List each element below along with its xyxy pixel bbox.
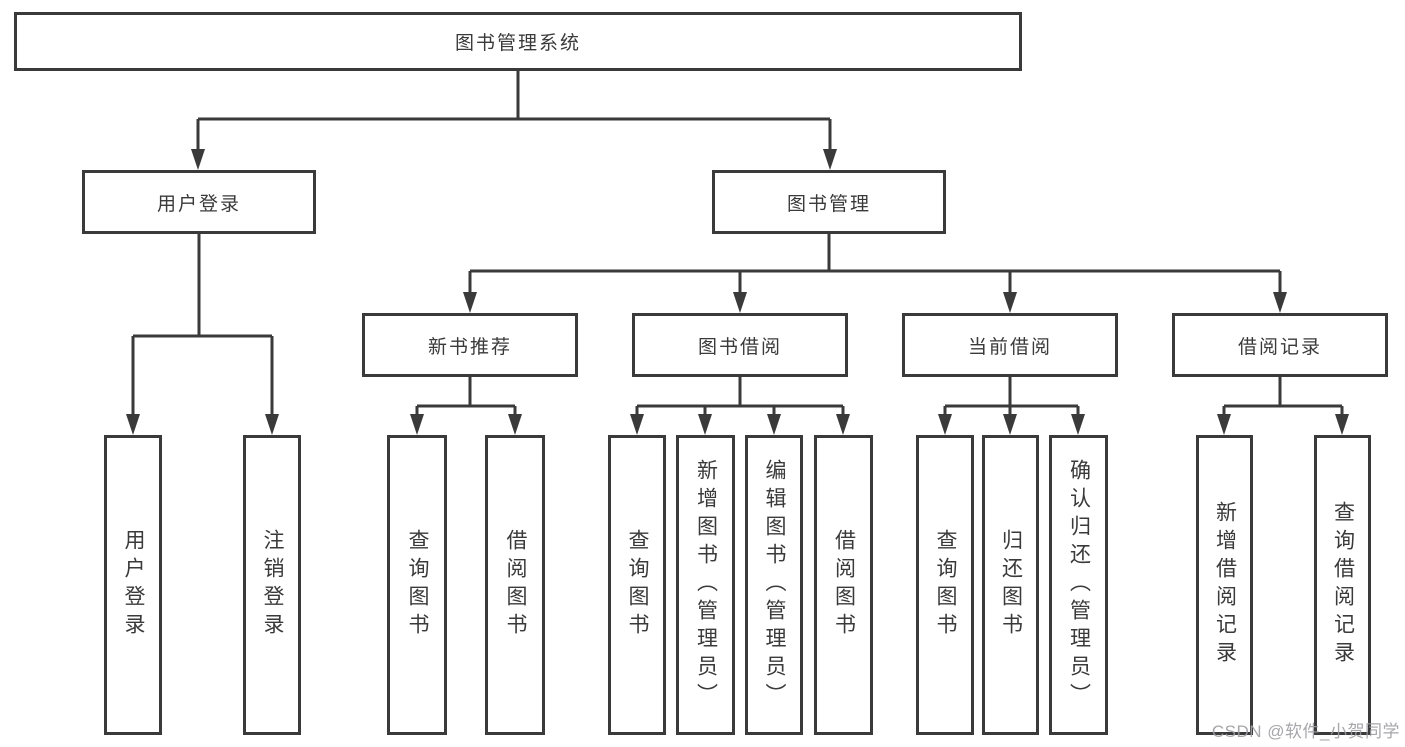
node-label: 用户登录 (156, 193, 241, 215)
leaf-edit-book-admin: 编辑图书（管理员） (745, 435, 803, 735)
node-library-management-system: 图书管理系统 (14, 12, 1022, 71)
leaf-add-borrow-record: 新增借阅记录 (1196, 435, 1253, 735)
node-current-borrow: 当前借阅 (902, 313, 1118, 377)
arrowhead (1273, 292, 1287, 313)
leaf-return-book: 归还图书 (982, 435, 1039, 735)
arrowhead (1003, 414, 1017, 435)
node-label: 编辑图书（管理员） (763, 459, 786, 711)
leaf-borrow-book-1: 借阅图书 (485, 435, 545, 735)
arrowhead (698, 414, 712, 435)
connector-borrow-record (1222, 377, 1344, 417)
node-label: 查询图书 (406, 529, 429, 641)
leaf-borrow-book-2: 借阅图书 (814, 435, 873, 735)
node-label: 查询图书 (934, 529, 957, 641)
node-label: 新增借阅记录 (1213, 501, 1237, 669)
arrowhead (1217, 414, 1231, 435)
arrowhead (265, 414, 279, 435)
leaf-confirm-return-admin: 确认归还（管理员） (1049, 435, 1108, 735)
leaf-query-book-3: 查询图书 (916, 435, 974, 735)
connector-current-borrow (943, 377, 1080, 417)
arrowhead (463, 292, 477, 313)
node-label: 归还图书 (999, 529, 1023, 641)
arrowhead (836, 414, 850, 435)
connector-book-borrow (635, 377, 845, 417)
arrowhead (823, 149, 837, 170)
node-label: 图书管理 (786, 193, 871, 215)
node-book-management: 图书管理 (712, 170, 946, 234)
node-label: 借阅图书 (832, 529, 856, 641)
arrowhead (733, 292, 747, 313)
arrowhead (1003, 292, 1017, 313)
leaf-logout: 注销登录 (243, 435, 301, 735)
arrowhead (938, 414, 952, 435)
csdn-watermark: CSDN @软件_小贺同学 (1211, 722, 1400, 741)
leaf-query-borrow-record: 查询借阅记录 (1314, 435, 1371, 735)
arrowhead (191, 149, 205, 170)
node-user-login: 用户登录 (82, 170, 316, 234)
node-label: 查询借阅记录 (1331, 501, 1355, 669)
node-label: 图书管理系统 (454, 33, 581, 54)
connector-new-book-recommend (415, 377, 517, 417)
arrowhead (767, 414, 781, 435)
node-label: 用户登录 (122, 529, 145, 641)
leaf-user-login: 用户登录 (104, 435, 162, 735)
arrowhead (630, 414, 644, 435)
node-label: 图书借阅 (697, 336, 782, 358)
node-book-borrow: 图书借阅 (632, 313, 848, 377)
node-label: 当前借阅 (967, 336, 1052, 358)
arrowhead (1335, 414, 1349, 435)
leaf-add-book-admin: 新增图书（管理员） (676, 435, 735, 735)
connector-user-login (131, 234, 274, 417)
arrowhead (410, 414, 424, 435)
node-label: 借阅记录 (1237, 336, 1322, 358)
node-borrow-record: 借阅记录 (1172, 313, 1388, 377)
arrowhead (126, 414, 140, 435)
node-label: 查询图书 (626, 529, 649, 641)
connector-root (196, 71, 832, 152)
node-label: 新增图书（管理员） (694, 459, 718, 711)
node-label: 确认归还（管理员） (1067, 459, 1091, 711)
node-label: 注销登录 (261, 529, 284, 641)
leaf-query-book-1: 查询图书 (387, 435, 447, 735)
arrowhead (1071, 414, 1085, 435)
node-label: 新书推荐 (427, 336, 512, 358)
arrowhead (508, 414, 522, 435)
node-new-book-recommend: 新书推荐 (362, 313, 578, 377)
node-label: 借阅图书 (504, 529, 527, 641)
leaf-query-book-2: 查询图书 (608, 435, 666, 735)
connector-book-management (468, 234, 1282, 295)
